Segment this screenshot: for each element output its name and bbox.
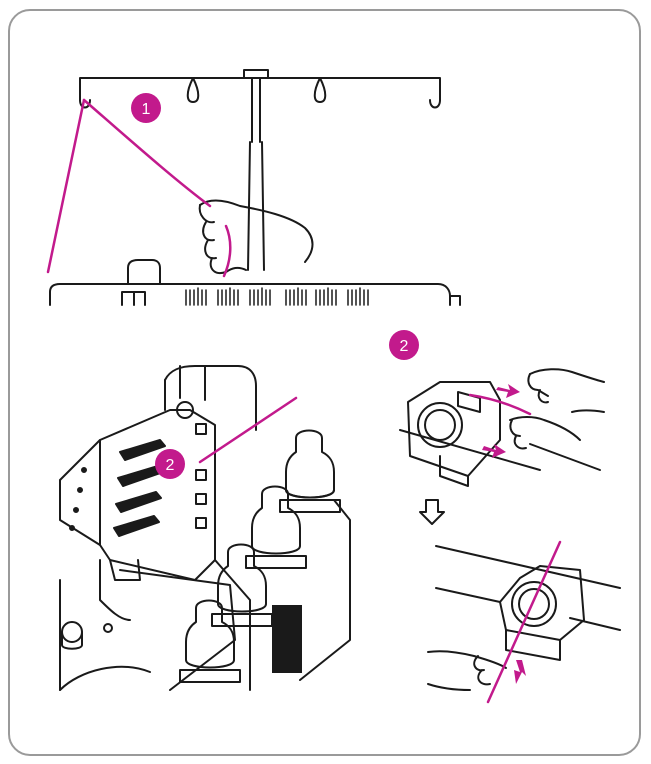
thread-into-guide bbox=[198, 396, 298, 464]
rounded-frame bbox=[8, 9, 641, 756]
step-badge-2-top: 2 bbox=[389, 330, 419, 360]
step-badge-2-machine: 2 bbox=[155, 449, 185, 479]
serger-body bbox=[59, 365, 257, 691]
thread-down-left bbox=[46, 98, 86, 274]
step-badge-1: 1 bbox=[131, 93, 161, 123]
left-hook bbox=[79, 99, 91, 109]
thread-to-hand bbox=[82, 98, 212, 208]
hand-right-upper bbox=[527, 368, 605, 413]
machine-top bbox=[49, 259, 461, 306]
arrow-right-icon bbox=[496, 384, 520, 398]
post-cap bbox=[243, 69, 269, 79]
guide-loop-left bbox=[186, 77, 200, 103]
hand-bottom bbox=[427, 650, 507, 691]
tension-slots bbox=[113, 439, 166, 537]
thread-bottom-guide bbox=[486, 540, 562, 704]
hand-top bbox=[198, 199, 314, 274]
step-number-1: 1 bbox=[142, 101, 151, 118]
step-number-2: 2 bbox=[400, 338, 409, 355]
arrow-right-icon bbox=[482, 444, 506, 458]
spool-cones bbox=[179, 429, 351, 683]
hand-right-lower bbox=[509, 416, 581, 450]
post-upper bbox=[251, 77, 261, 143]
post-lower bbox=[247, 141, 265, 271]
thread-under-hand bbox=[222, 224, 232, 278]
thread-guide-bottom bbox=[435, 545, 621, 661]
thread-top-guide bbox=[468, 393, 532, 416]
thread-paths bbox=[46, 98, 562, 704]
thread-guide-top bbox=[399, 381, 601, 487]
arrow-down-icon bbox=[514, 660, 526, 684]
tension-dials bbox=[185, 287, 369, 306]
down-arrow-icon bbox=[419, 499, 445, 525]
step-number-2-machine: 2 bbox=[166, 457, 175, 474]
thread-stand bbox=[79, 69, 441, 271]
right-hook bbox=[429, 99, 441, 109]
guide-loop-right bbox=[313, 77, 327, 103]
direction-arrows bbox=[482, 384, 526, 684]
